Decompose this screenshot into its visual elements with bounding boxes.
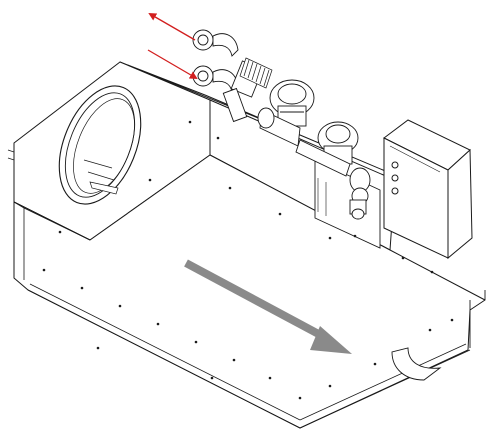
cable-gland bbox=[391, 161, 399, 169]
cable-gland bbox=[391, 187, 399, 195]
valve-actuator-1 bbox=[269, 79, 315, 127]
duct-collar bbox=[58, 85, 142, 205]
screw-holes bbox=[42, 120, 454, 400]
flexible-hose bbox=[239, 57, 273, 89]
cable-gland bbox=[391, 174, 399, 182]
air-flow-arrow bbox=[184, 259, 352, 354]
water-flow-arrows bbox=[147, 12, 198, 80]
water-inlet-arrow bbox=[147, 49, 198, 80]
valve-actuator-2 bbox=[317, 121, 359, 165]
electrical-box-side bbox=[447, 148, 473, 260]
valve-kit bbox=[192, 29, 381, 249]
lower-recess bbox=[391, 290, 486, 381]
electrical-box bbox=[383, 119, 473, 260]
water-outlet-arrow bbox=[148, 12, 196, 41]
